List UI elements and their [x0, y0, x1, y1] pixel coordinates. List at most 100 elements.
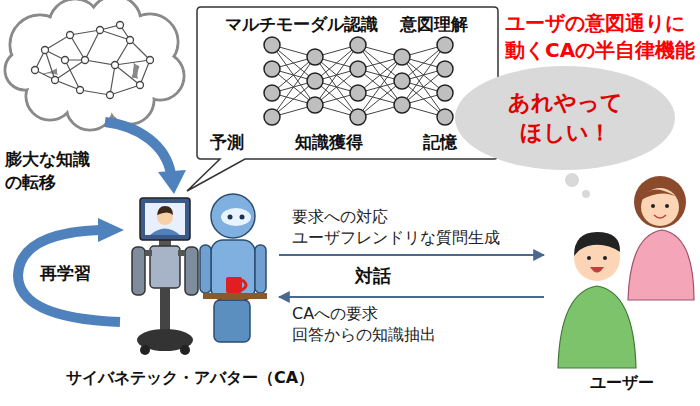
knowledge-cloud	[32, 22, 154, 99]
node-text: ユーザー	[590, 373, 654, 394]
telepresence-robot	[140, 198, 190, 240]
relearning-arrow	[18, 230, 120, 322]
thought-bubble: あれやって ほしい！	[455, 66, 675, 170]
connector-arrow	[279, 296, 544, 298]
telepresence-robot	[185, 247, 198, 295]
thought-bubble-shape	[455, 66, 675, 170]
humanoid-robot	[228, 215, 233, 220]
telepresence-robot	[145, 203, 185, 235]
neural-net-units	[394, 49, 410, 65]
users-illustration	[654, 215, 666, 218]
relearning-label: 再学習	[40, 262, 91, 285]
knowledge-cloud	[77, 87, 84, 94]
telepresence-robot	[150, 229, 180, 236]
neural-net-units	[350, 37, 366, 53]
users-illustration	[651, 204, 655, 208]
connector-arrow	[279, 254, 544, 256]
telepresence-robot	[160, 288, 170, 332]
knowledge-cloud	[5, 0, 184, 130]
telepresence-robot	[150, 246, 180, 288]
knowledge-cloud	[5, 0, 184, 130]
knowledge-cloud	[127, 37, 134, 44]
users-illustration	[558, 176, 694, 368]
node-text: あれやって ほしい！	[508, 88, 623, 148]
node-text: 記憶	[423, 131, 457, 154]
telepresence-robot	[132, 198, 198, 355]
neural-net-units	[437, 37, 453, 53]
knowledge-cloud	[107, 92, 114, 99]
neural-net-units	[394, 73, 410, 89]
users-illustration	[641, 188, 679, 226]
thought-bubble-tail	[582, 190, 590, 198]
edge-label: 要求への対応 ユーザフレンドリな質問生成	[290, 207, 502, 249]
knowledge-cloud	[32, 67, 39, 74]
node-text: 意図理解	[400, 13, 468, 36]
node-text: 予測	[210, 131, 244, 154]
callout-outline	[187, 7, 498, 191]
neural-net-units	[264, 85, 280, 101]
knowledge-cloud	[137, 82, 144, 89]
neural-net-units	[350, 85, 366, 101]
humanoid-robot	[203, 293, 267, 299]
transfer-arrow	[105, 122, 186, 194]
humanoid-robot	[200, 194, 267, 342]
neural-net-links	[272, 45, 445, 117]
thought-bubble-tail	[565, 173, 579, 187]
knowledge-cloud	[117, 22, 124, 29]
cybernetic-avatar: サイバネテック・アバター（CA）	[105, 192, 275, 362]
transfer-arrow	[105, 122, 171, 174]
telepresence-robot	[132, 247, 145, 295]
knowledge-network	[35, 25, 150, 95]
neural-net-units	[437, 61, 453, 77]
neural-net-units	[437, 109, 453, 125]
knowledge-cloud	[97, 27, 104, 34]
neural-net-units	[350, 61, 366, 77]
humanoid-robot	[214, 300, 250, 342]
knowledge-cloud	[82, 57, 89, 64]
telepresence-robot	[180, 345, 190, 355]
title: ユーザの意図通りに 動くCAの半自律機能	[505, 10, 695, 64]
ai-function-box: マルチモーダル認識意図理解予測 知識獲得 記憶	[195, 5, 500, 163]
users-illustration	[634, 176, 686, 228]
users: ユーザー	[548, 165, 696, 365]
users-illustration	[590, 267, 604, 273]
users-illustration	[587, 256, 591, 260]
humanoid-robot	[200, 245, 211, 293]
telepresence-robot	[178, 250, 185, 256]
humanoid-robot	[226, 277, 242, 293]
users-illustration	[603, 256, 607, 260]
knowledge-cloud	[112, 62, 119, 69]
users-illustration	[641, 189, 679, 200]
relearning-arrow	[98, 218, 124, 242]
humanoid-robot	[211, 194, 255, 238]
knowledge-cloud	[67, 32, 74, 39]
knowledge-cloud	[7, 52, 44, 89]
node-text: 知識獲得	[295, 131, 363, 154]
neural-net-units	[264, 109, 280, 125]
neural-net-units	[264, 37, 453, 125]
node-text: サイバネテック・アバター（CA）	[66, 368, 314, 389]
relearning-arrow	[18, 218, 124, 322]
humanoid-robot	[255, 245, 266, 293]
telepresence-robot	[157, 206, 173, 215]
edge-label: CAへの要求 回答からの知識抽出	[290, 304, 438, 346]
neural-net-units	[307, 49, 323, 65]
transfer-label: 膨大な知識 の転移	[5, 148, 90, 194]
neural-net-units	[307, 97, 323, 113]
node-text: マルチモーダル認識	[225, 13, 378, 36]
neural-net-units	[437, 85, 453, 101]
neural-net-units	[394, 97, 410, 113]
humanoid-robot	[240, 215, 245, 220]
neural-net-units	[264, 37, 280, 53]
telepresence-robot	[145, 250, 152, 256]
humanoid-robot	[221, 208, 251, 226]
thought-bubble-outline	[455, 66, 675, 170]
neural-net-units	[350, 109, 366, 125]
neural-net-units	[307, 73, 323, 89]
transfer-arrow	[158, 170, 186, 194]
neural-net-units	[264, 61, 280, 77]
users-illustration	[574, 232, 620, 256]
humanoid-robot	[211, 240, 255, 300]
knowledge-cloud	[7, 0, 183, 129]
